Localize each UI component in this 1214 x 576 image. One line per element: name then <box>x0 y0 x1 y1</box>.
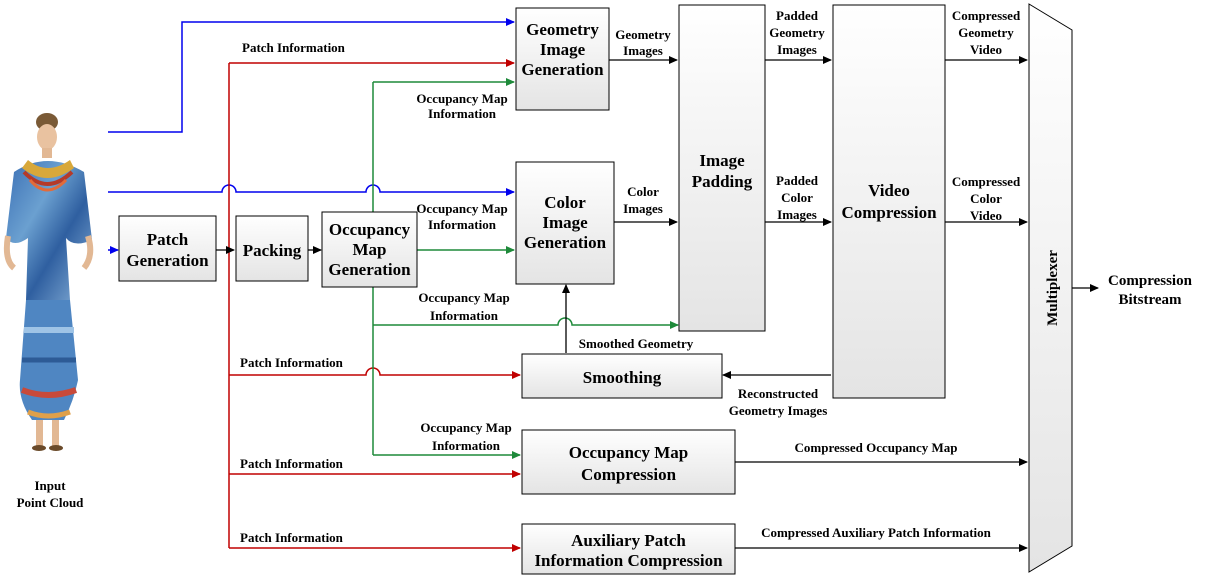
padded-color-label-1: Padded <box>776 173 819 188</box>
compression-bitstream-label-1: Compression <box>1108 273 1193 289</box>
color-images-label-1: Color <box>627 184 659 199</box>
geometry-images-label-2: Images <box>623 43 663 58</box>
svg-text:Image: Image <box>699 151 745 170</box>
svg-text:Occupancy Map: Occupancy Map <box>569 443 688 462</box>
svg-text:Color: Color <box>544 193 586 212</box>
occupancy-map-compression-block: Occupancy Map Compression <box>521 429 736 495</box>
compressed-color-label-1: Compressed <box>952 174 1021 189</box>
svg-text:Generation: Generation <box>328 260 411 279</box>
svg-text:Auxiliary Patch: Auxiliary Patch <box>571 531 686 550</box>
svg-text:Video: Video <box>868 181 910 200</box>
occ-info-label-color-1: Occupancy Map <box>416 201 507 216</box>
svg-text:Generation: Generation <box>126 251 209 270</box>
svg-text:Packing: Packing <box>243 241 302 260</box>
patch-info-label-top: Patch Information <box>242 40 346 55</box>
compressed-geometry-label-1: Compressed <box>952 8 1021 23</box>
color-images-label-2: Images <box>623 201 663 216</box>
patch-generation-block: Patch Generation <box>118 215 217 282</box>
svg-text:Smoothing: Smoothing <box>583 368 662 387</box>
blue-wires <box>108 18 515 254</box>
green-wires <box>372 78 679 459</box>
multiplexer-block: Multiplexer <box>1028 3 1073 573</box>
padded-color-label-3: Images <box>777 207 817 222</box>
svg-text:Generation: Generation <box>524 233 607 252</box>
occupancy-map-generation-block: Occupancy Map Generation <box>321 211 418 288</box>
compression-bitstream-label-2: Bitstream <box>1118 292 1182 308</box>
video-compression-block: Video Compression <box>832 4 946 399</box>
svg-text:Geometry: Geometry <box>526 20 599 39</box>
packing-block: Packing <box>235 215 309 282</box>
svg-text:Occupancy: Occupancy <box>329 220 411 239</box>
occ-info-label-color-2: Information <box>428 217 497 232</box>
occ-info-label-geo-2: Information <box>428 106 497 121</box>
smoothed-geometry-label: Smoothed Geometry <box>579 336 694 351</box>
patch-info-label-smoothing: Patch Information <box>240 355 344 370</box>
compressed-geometry-label-2: Geometry <box>958 25 1014 40</box>
auxiliary-patch-compression-block: Auxiliary Patch Information Compression <box>521 523 736 575</box>
svg-text:Multiplexer: Multiplexer <box>1045 250 1061 326</box>
svg-text:Padding: Padding <box>692 172 753 191</box>
svg-text:Patch: Patch <box>147 230 189 249</box>
smoothing-block: Smoothing <box>521 353 723 399</box>
padded-geometry-label-1: Padded <box>776 8 819 23</box>
color-image-generation-block: Color Image Generation <box>515 161 615 285</box>
padded-geometry-label-3: Images <box>777 42 817 57</box>
reconstructed-geometry-label-1: Reconstructed <box>738 386 819 401</box>
compressed-color-label-2: Color <box>970 191 1002 206</box>
occ-info-label-occcomp-2: Information <box>432 438 501 453</box>
geometry-images-label-1: Geometry <box>615 27 671 42</box>
padded-color-label-2: Color <box>781 190 813 205</box>
patch-info-label-occcomp: Patch Information <box>240 456 344 471</box>
occ-info-label-padding-1: Occupancy Map <box>418 290 509 305</box>
occ-info-label-occcomp-1: Occupancy Map <box>420 420 511 435</box>
input-point-cloud-figure <box>3 113 94 451</box>
svg-text:Generation: Generation <box>521 60 604 79</box>
occ-info-label-geo-1: Occupancy Map <box>416 91 507 106</box>
compressed-aux-patch-label: Compressed Auxiliary Patch Information <box>761 525 992 540</box>
input-label-line2: Point Cloud <box>17 495 85 510</box>
image-padding-block: Image Padding <box>678 4 766 332</box>
compressed-geometry-label-3: Video <box>970 42 1002 57</box>
reconstructed-geometry-label-2: Geometry Images <box>729 403 828 418</box>
svg-text:Compression: Compression <box>841 203 937 222</box>
svg-text:Map: Map <box>353 240 387 259</box>
input-label-line1: Input <box>34 478 66 493</box>
occ-info-label-padding-2: Information <box>430 308 499 323</box>
patch-info-label-aux: Patch Information <box>240 530 344 545</box>
compressed-occupancy-map-label: Compressed Occupancy Map <box>795 440 958 455</box>
svg-text:Image: Image <box>540 40 586 59</box>
padded-geometry-label-2: Geometry <box>769 25 825 40</box>
svg-text:Information Compression: Information Compression <box>534 551 723 570</box>
red-wires <box>228 59 521 552</box>
geometry-image-generation-block: Geometry Image Generation <box>515 7 610 111</box>
compressed-color-label-3: Video <box>970 208 1002 223</box>
black-wires <box>216 56 1099 552</box>
svg-text:Image: Image <box>542 213 588 232</box>
svg-text:Compression: Compression <box>581 465 677 484</box>
